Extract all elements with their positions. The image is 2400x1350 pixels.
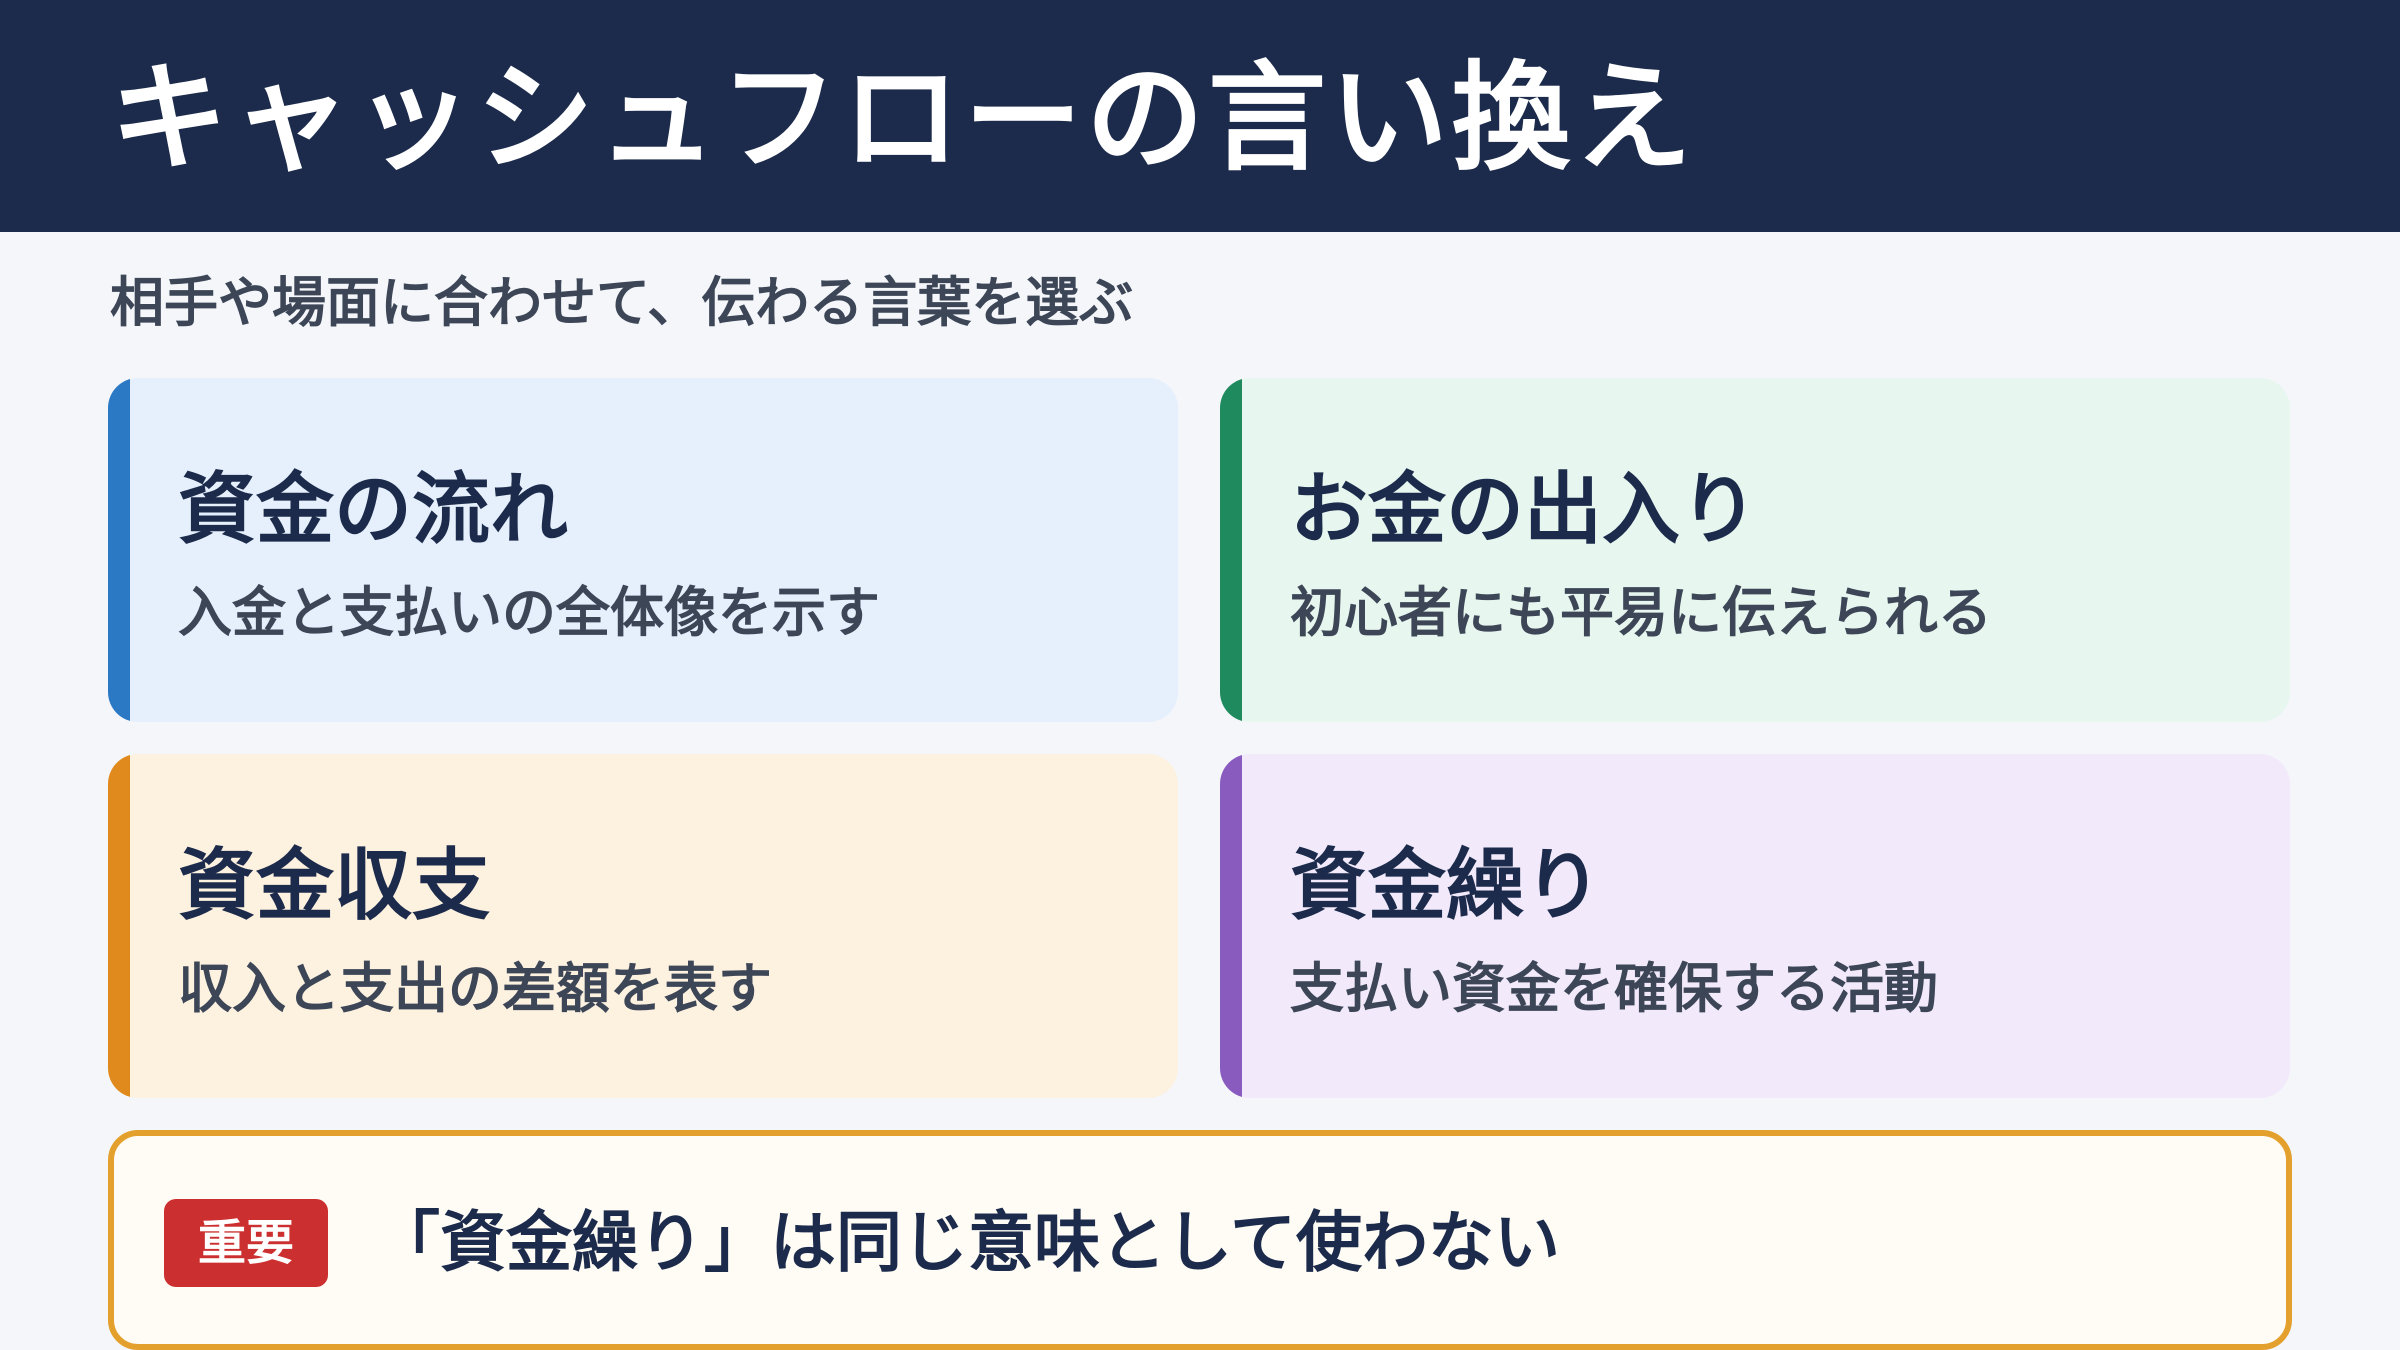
card-accent-bar xyxy=(108,378,130,722)
page-title: キャッシュフローの言い換え xyxy=(110,49,1697,187)
term-card-okane-no-deiri: お金の出入り 初心者にも平易に伝えられる xyxy=(1220,378,2290,722)
page-subtitle: 相手や場面に合わせて、伝わる言葉を選ぶ xyxy=(110,271,1134,334)
term-card-shikinguri: 資金繰り 支払い資金を確保する活動 xyxy=(1220,754,2290,1098)
card-term: 資金繰り xyxy=(1290,841,1603,931)
important-note: 重要 「資金繰り」は同じ意味として使わない xyxy=(108,1130,2292,1350)
card-description: 支払い資金を確保する活動 xyxy=(1290,957,1938,1020)
card-term: お金の出入り xyxy=(1290,465,1759,555)
card-accent-bar xyxy=(1220,378,1242,722)
term-card-shikin-shushi: 資金収支 収入と支出の差額を表す xyxy=(108,754,1178,1098)
term-card-shikin-no-nagare: 資金の流れ 入金と支払いの全体像を示す xyxy=(108,378,1178,722)
card-term: 資金の流れ xyxy=(178,465,569,555)
card-term: 資金収支 xyxy=(178,841,491,931)
card-description: 収入と支出の差額を表す xyxy=(178,957,772,1020)
important-badge: 重要 xyxy=(164,1199,328,1287)
card-accent-bar xyxy=(108,754,130,1098)
important-note-text: 「資金繰り」は同じ意味として使わない xyxy=(374,1204,1561,1281)
card-description: 初心者にも平易に伝えられる xyxy=(1290,581,1992,644)
header-bar: キャッシュフローの言い換え xyxy=(0,0,2400,232)
card-description: 入金と支払いの全体像を示す xyxy=(178,581,880,644)
card-accent-bar xyxy=(1220,754,1242,1098)
